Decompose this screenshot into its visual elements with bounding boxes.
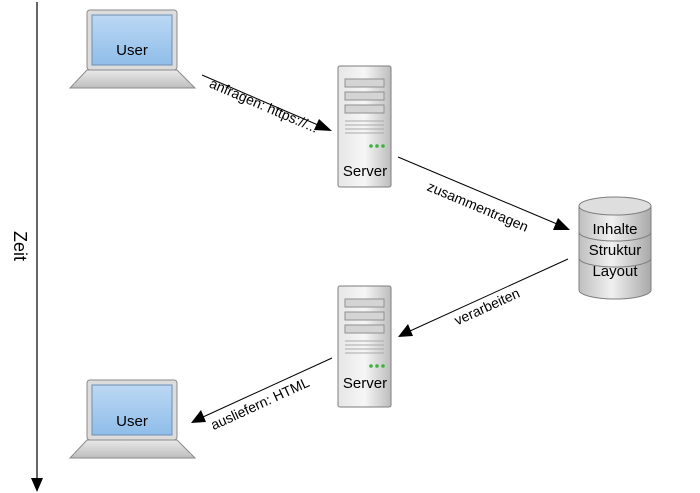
- deliver-label: ausliefern: HTML: [208, 374, 312, 433]
- server-icon-top: Server: [337, 65, 392, 188]
- request-arrow: anfragen: https://...: [201, 74, 332, 136]
- user-label-bottom: User: [116, 413, 148, 430]
- db-label-struktur: Struktur: [589, 242, 642, 259]
- user-label-top: User: [116, 42, 148, 59]
- request-label: anfragen: https://...: [207, 75, 321, 136]
- time-axis: Zeit: [10, 2, 43, 492]
- db-label-inhalte: Inhalte: [592, 221, 637, 238]
- deliver-arrow: ausliefern: HTML: [191, 357, 333, 433]
- process-arrow: verarbeiten: [398, 258, 569, 337]
- laptop-icon-bottom: User: [68, 379, 197, 459]
- process-label: verarbeiten: [452, 285, 522, 329]
- time-axis-label: Zeit: [10, 231, 30, 261]
- compose-arrow: zusammentragen: [397, 156, 570, 235]
- laptop-icon-top: User: [68, 9, 197, 89]
- database-icon: Inhalte Struktur Layout: [578, 196, 652, 300]
- server-label-top: Server: [343, 163, 387, 180]
- axis-arrowhead: [31, 478, 43, 492]
- server-icon-bottom: Server: [337, 285, 392, 408]
- db-label-layout: Layout: [592, 263, 638, 280]
- server-label-bottom: Server: [343, 375, 387, 392]
